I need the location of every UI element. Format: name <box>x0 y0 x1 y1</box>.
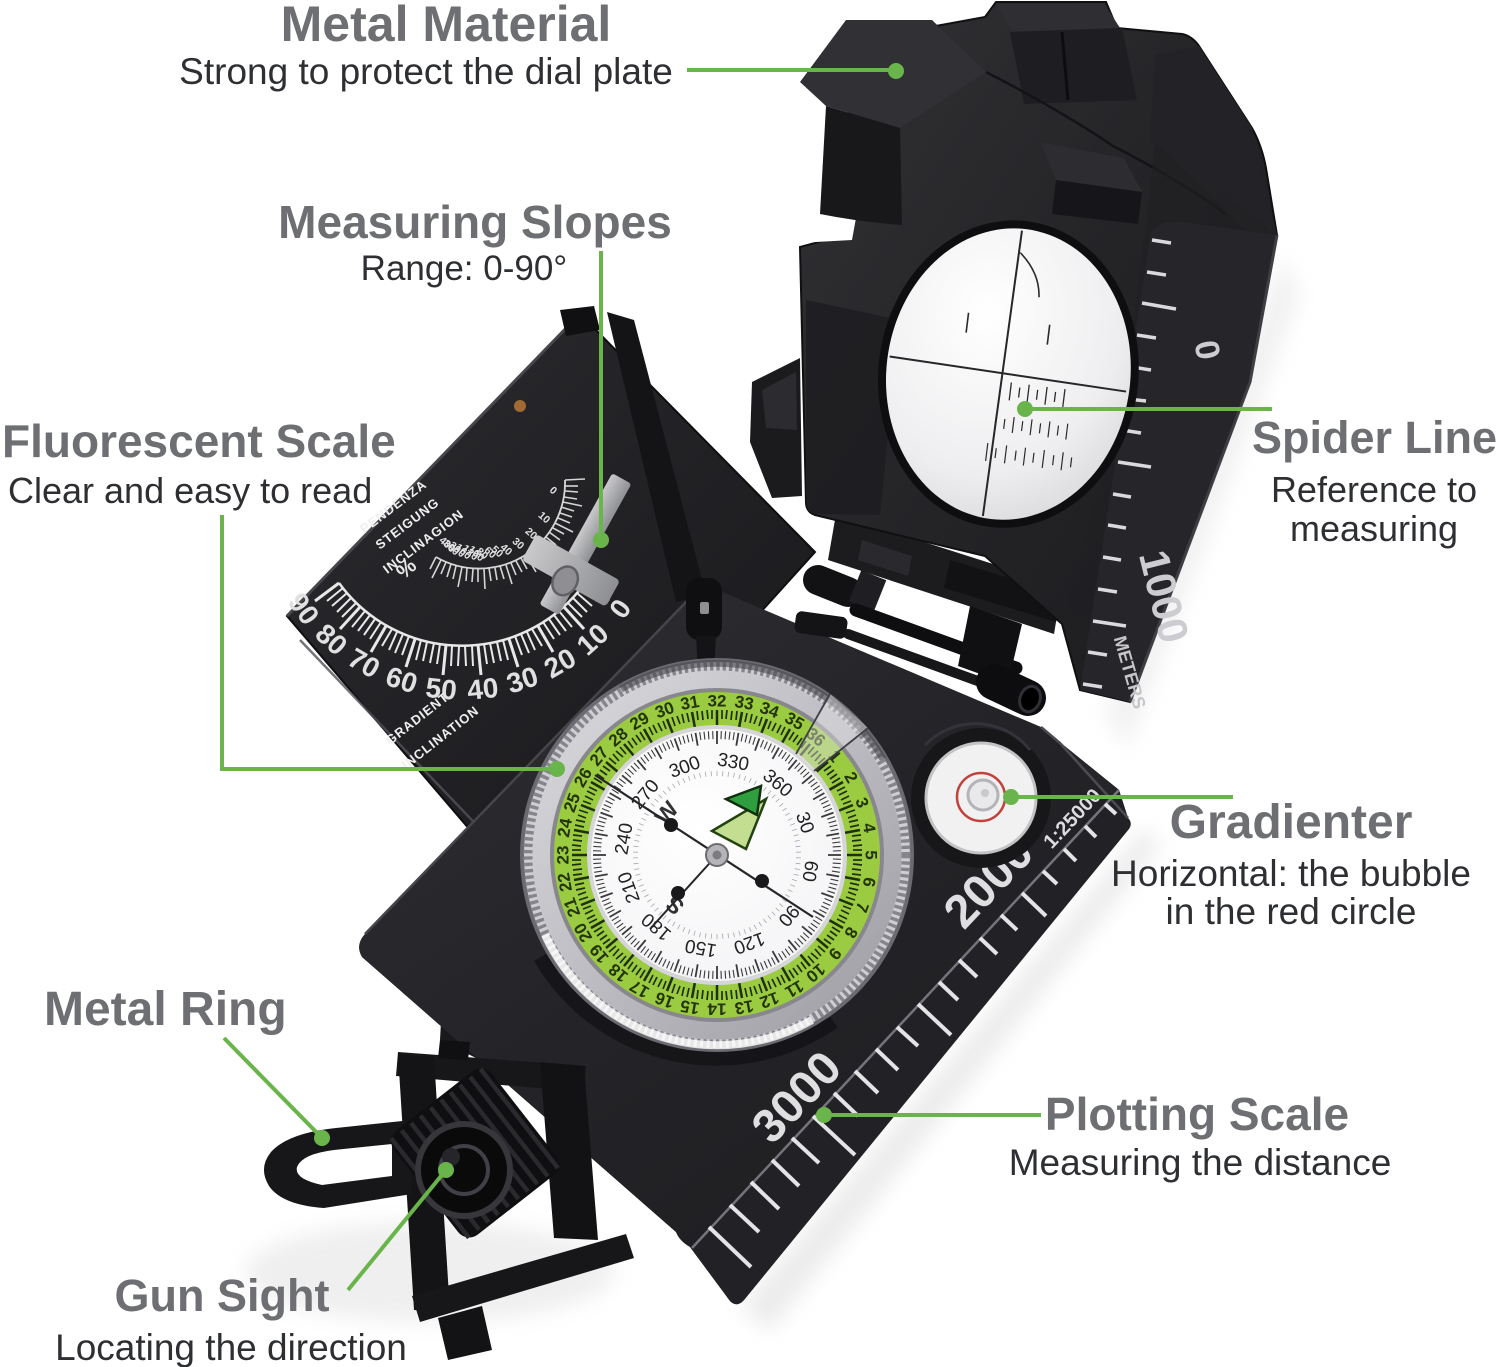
svg-text:14: 14 <box>707 1000 726 1019</box>
svg-text:31: 31 <box>679 692 701 714</box>
svg-text:15: 15 <box>679 996 701 1018</box>
svg-text:23: 23 <box>553 846 572 865</box>
svg-text:Spider Line: Spider Line <box>1252 412 1497 463</box>
svg-text:6: 6 <box>859 876 879 889</box>
svg-text:Strong to protect the dial pla: Strong to protect the dial plate <box>179 51 673 92</box>
svg-text:Reference to: Reference to <box>1271 469 1477 510</box>
svg-text:Gradienter: Gradienter <box>1170 796 1413 849</box>
svg-text:Metal Material: Metal Material <box>281 0 612 52</box>
svg-text:Plotting Scale: Plotting Scale <box>1045 1088 1349 1140</box>
svg-text:32: 32 <box>708 691 727 710</box>
svg-text:Horizontal: the bubble: Horizontal: the bubble <box>1111 853 1471 894</box>
svg-text:60: 60 <box>797 859 821 883</box>
svg-text:Fluorescent Scale: Fluorescent Scale <box>2 415 396 467</box>
svg-text:in the red circle: in the red circle <box>1166 891 1417 932</box>
svg-text:Measuring the distance: Measuring the distance <box>1009 1142 1392 1183</box>
svg-text:Clear and easy to read: Clear and easy to read <box>8 470 372 511</box>
svg-text:Metal Ring: Metal Ring <box>44 983 287 1036</box>
svg-text:33: 33 <box>733 692 755 714</box>
svg-text:Gun Sight: Gun Sight <box>115 1270 330 1321</box>
svg-text:22: 22 <box>554 871 576 893</box>
svg-text:50: 50 <box>424 672 458 706</box>
svg-text:Range: 0-90°: Range: 0-90° <box>361 249 568 288</box>
svg-text:24: 24 <box>554 816 576 838</box>
svg-text:measuring: measuring <box>1290 508 1458 549</box>
svg-text:Locating the direction: Locating the direction <box>55 1327 407 1367</box>
svg-text:13: 13 <box>733 996 755 1018</box>
svg-text:4: 4 <box>859 822 879 835</box>
svg-text:5: 5 <box>862 850 881 859</box>
svg-text:40: 40 <box>466 672 500 706</box>
svg-text:Measuring Slopes: Measuring Slopes <box>278 196 672 248</box>
